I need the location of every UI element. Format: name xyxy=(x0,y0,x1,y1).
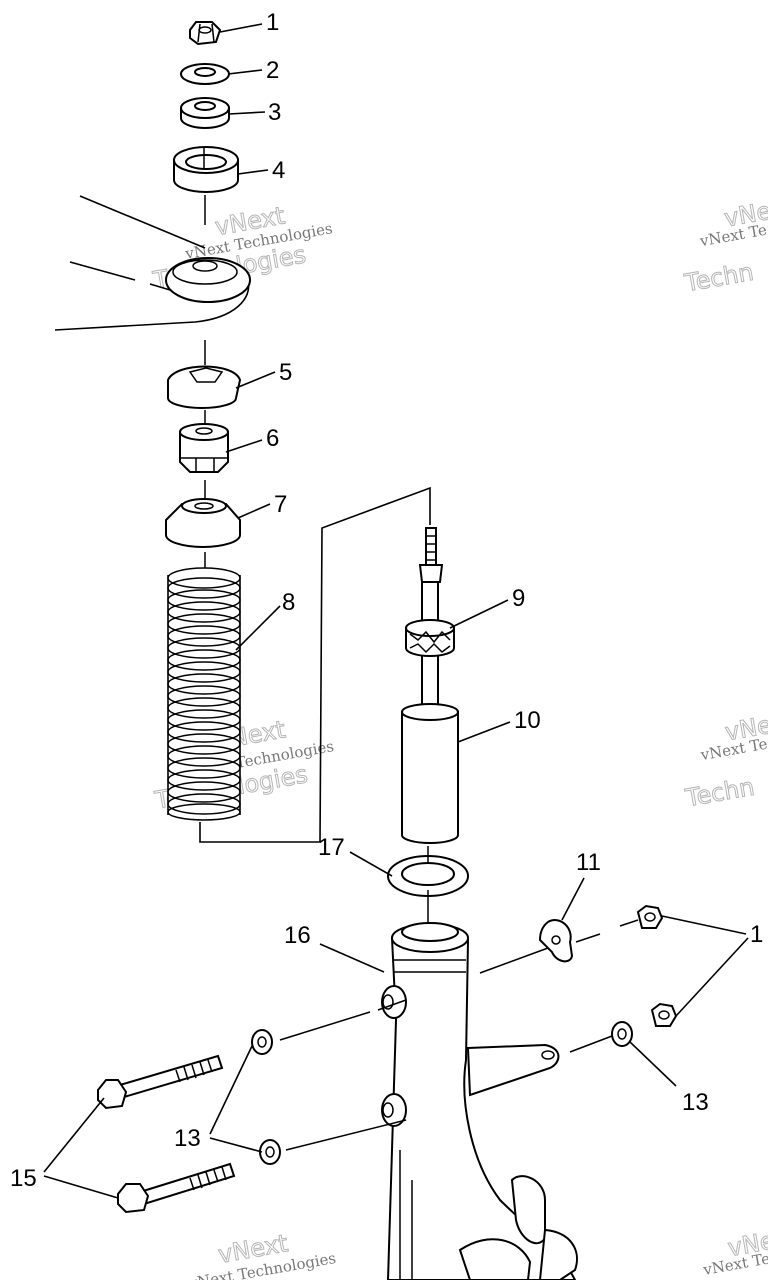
part-9-bump-stop xyxy=(405,619,455,657)
callout-1: 1 xyxy=(266,9,279,36)
part-13-washer-lower-left xyxy=(259,1139,281,1165)
callout-13-left: 13 xyxy=(174,1125,201,1152)
part-11-brake-clip xyxy=(538,919,574,963)
part-8-coil-spring xyxy=(167,567,241,821)
part-2-washer xyxy=(180,63,230,85)
part-13-washer-right xyxy=(611,1021,633,1047)
part-12-nut-lower xyxy=(650,1002,678,1027)
part-1-nut xyxy=(189,21,222,46)
callout-11: 11 xyxy=(576,849,601,876)
assembly-bracket-line xyxy=(199,486,431,843)
watermark-bottom-right: vNe vNext Te xyxy=(701,1226,768,1279)
callout-7: 7 xyxy=(274,491,287,518)
callout-10: 10 xyxy=(514,707,541,734)
hardware-dash-lines xyxy=(279,919,639,1151)
callout-16: 16 xyxy=(284,922,311,949)
callout-6: 6 xyxy=(266,425,279,452)
part-17-washer xyxy=(387,846,469,925)
callout-12: 1 xyxy=(750,921,763,948)
callout-4: 4 xyxy=(272,157,285,184)
watermark-bottom-center: vNext vNext Technologies xyxy=(186,1229,337,1280)
part-6-spacer xyxy=(179,423,229,473)
part-16-steering-knuckle xyxy=(381,922,578,1280)
callout-labels: 1 2 3 4 5 6 7 8 9 10 17 11 16 1 13 13 15 xyxy=(10,9,763,1192)
callout-2: 2 xyxy=(266,57,279,84)
svg-text:Techn: Techn xyxy=(683,773,757,813)
callout-3: 3 xyxy=(268,99,281,126)
callout-13-right: 13 xyxy=(682,1089,709,1116)
callout-9: 9 xyxy=(512,585,525,612)
callout-5: 5 xyxy=(279,359,292,386)
callout-8: 8 xyxy=(282,589,295,616)
part-5-dome-cap xyxy=(167,365,242,409)
part-15-bolt-lower xyxy=(117,1162,236,1214)
part-10-strut-body xyxy=(401,527,459,844)
part-3-bushing xyxy=(180,97,230,129)
callout-17: 17 xyxy=(318,834,345,861)
part-13-washer-upper-left xyxy=(251,1029,273,1055)
callout-15: 15 xyxy=(10,1165,37,1192)
watermark-top-right: Techn vNe vNext Te xyxy=(681,196,768,298)
watermark-middle-right: Techn vNe vNext Te xyxy=(682,710,768,813)
leader-lines xyxy=(43,23,749,1199)
part-7-spring-seat xyxy=(165,498,241,548)
part-4-mount-cup xyxy=(173,146,239,193)
part-12-nut-upper xyxy=(636,904,664,929)
part-15-bolt-upper xyxy=(97,1054,224,1110)
svg-text:Techn: Techn xyxy=(682,258,756,298)
chassis-mount-bracket xyxy=(54,195,251,331)
